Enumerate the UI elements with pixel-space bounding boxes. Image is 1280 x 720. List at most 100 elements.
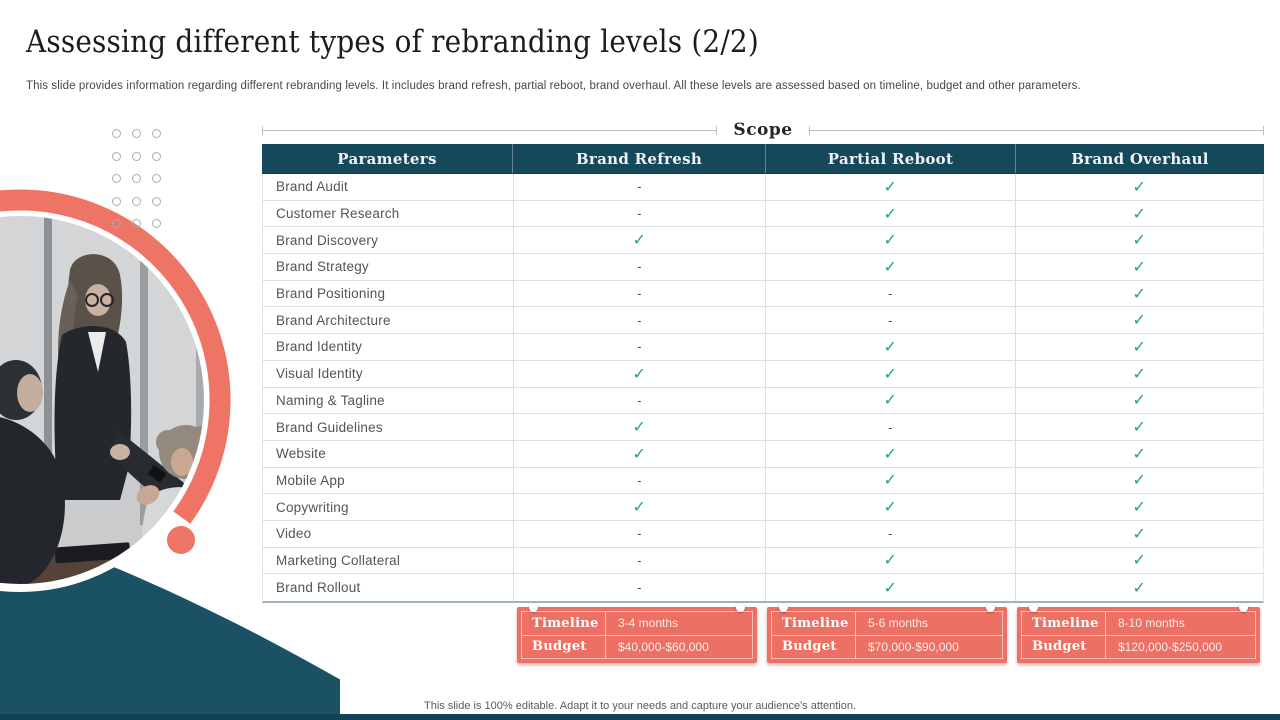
- value-cell: ✓: [1014, 414, 1264, 440]
- value-cell: ✓: [1014, 440, 1264, 467]
- table-row: Brand Strategy - ✓ ✓: [263, 254, 1263, 281]
- parameter-cell: Brand Guidelines: [276, 419, 383, 435]
- value-cell: ✓: [765, 360, 1015, 387]
- value-cell: ✓: [1014, 467, 1264, 494]
- dot-decoration: [152, 151, 161, 161]
- card-value: 5-6 months: [868, 616, 929, 631]
- parameter-cell: Website: [276, 446, 326, 462]
- scope-line-tick: [808, 125, 810, 135]
- value-cell: ✓: [1014, 334, 1264, 360]
- scope-header: Scope: [262, 119, 1265, 141]
- table-body: Brand Audit - ✓ ✓ Customer Research - ✓ …: [262, 174, 1264, 603]
- value-cell: ✓: [1014, 387, 1264, 414]
- table-header-row: Parameters Brand Refresh Partial Reboot …: [262, 144, 1264, 174]
- table-row: Video - - ✓: [263, 520, 1264, 548]
- dot-decoration: [152, 196, 161, 206]
- table-row: Brand Identity - ✓ ✓: [263, 334, 1263, 361]
- dots-grid: [112, 129, 161, 228]
- value-cell: -: [512, 307, 765, 334]
- scope-line: [809, 129, 1264, 131]
- value-cell: ✓: [512, 494, 765, 520]
- parameter-cell: Brand Positioning: [276, 286, 386, 302]
- card-label: Timeline: [1022, 612, 1106, 635]
- dot-decoration: [132, 151, 141, 161]
- value-cell: ✓: [1014, 227, 1264, 254]
- value-cell: -: [512, 200, 765, 227]
- page-title: Assessing different types of rebranding …: [26, 24, 759, 60]
- info-card: Timeline 8-10 months Budget $120,000-$25…: [1017, 603, 1260, 663]
- value-cell: -: [512, 280, 765, 307]
- card-label: Budget: [522, 635, 606, 658]
- card-value: 8-10 months: [1118, 616, 1185, 631]
- parameter-cell: Customer Research: [276, 206, 400, 222]
- value-cell: -: [512, 547, 765, 574]
- table-row: Naming & Tagline - ✓ ✓: [263, 387, 1264, 415]
- scope-line-tick: [716, 125, 718, 135]
- card-value: 3-4 months: [618, 616, 679, 631]
- value-cell: ✓: [1014, 200, 1264, 227]
- value-cell: ✓: [1014, 254, 1264, 280]
- card-row: Budget $120,000-$250,000: [1022, 635, 1255, 658]
- parameter-cell: Brand Rollout: [276, 580, 361, 596]
- value-cell: ✓: [512, 414, 765, 440]
- info-card-grid: Timeline 5-6 months Budget $70,000-$90,0…: [771, 611, 1003, 659]
- value-cell: -: [512, 387, 765, 414]
- dot-decoration: [132, 196, 141, 206]
- value-cell: ✓: [765, 494, 1015, 520]
- table-row: Mobile App - ✓ ✓: [263, 467, 1264, 495]
- value-cell: -: [765, 307, 1015, 334]
- info-card-grid: Timeline 3-4 months Budget $40,000-$60,0…: [521, 611, 753, 659]
- table-row: Brand Audit - ✓ ✓: [263, 174, 1263, 201]
- table-row: Brand Architecture - - ✓: [263, 307, 1264, 335]
- card-row: Budget $70,000-$90,000: [772, 635, 1002, 658]
- value-cell: ✓: [512, 440, 765, 467]
- dot-decoration: [112, 151, 121, 161]
- value-cell: ✓: [765, 440, 1015, 467]
- comparison-table: Parameters Brand Refresh Partial Reboot …: [262, 144, 1264, 603]
- value-cell: ✓: [1014, 547, 1264, 574]
- cards-row: Timeline 3-4 months Budget $40,000-$60,0…: [0, 603, 1280, 667]
- dot-decoration: [112, 196, 121, 206]
- card-label: Budget: [1022, 635, 1106, 658]
- dot-decoration: [132, 174, 141, 183]
- value-cell: ✓: [512, 227, 765, 254]
- parameter-cell: Visual Identity: [276, 366, 363, 382]
- info-card-grid: Timeline 8-10 months Budget $120,000-$25…: [1021, 611, 1256, 659]
- handle-dot: [736, 603, 745, 612]
- dot-decoration: [112, 219, 121, 228]
- value-cell: -: [765, 414, 1015, 440]
- table-row: Marketing Collateral - ✓ ✓: [263, 547, 1264, 575]
- parameter-cell: Brand Discovery: [276, 232, 379, 248]
- value-cell: -: [512, 574, 765, 601]
- footer-note: This slide is 100% editable. Adapt it to…: [424, 700, 856, 712]
- info-card: Timeline 5-6 months Budget $70,000-$90,0…: [767, 603, 1007, 663]
- table-row: Brand Guidelines ✓ - ✓: [263, 414, 1263, 441]
- value-cell: ✓: [1014, 307, 1264, 334]
- value-cell: ✓: [765, 254, 1015, 280]
- dot-decoration: [152, 174, 161, 183]
- column-header-partial-reboot: Partial Reboot: [765, 144, 1015, 173]
- column-header-parameters: Parameters: [337, 149, 437, 168]
- handle-dot: [986, 603, 995, 612]
- value-cell: ✓: [1014, 574, 1264, 601]
- parameter-cell: Copywriting: [276, 499, 349, 515]
- handle-dot: [779, 603, 788, 612]
- scope-line-tick: [262, 125, 263, 135]
- value-cell: -: [512, 174, 765, 200]
- card-value: $120,000-$250,000: [1118, 639, 1223, 654]
- card-row: Timeline 5-6 months: [772, 612, 1002, 636]
- column-header-brand-refresh: Brand Refresh: [512, 144, 765, 173]
- card-label: Budget: [772, 635, 856, 658]
- value-cell: -: [512, 520, 765, 547]
- value-cell: -: [765, 280, 1015, 307]
- value-cell: -: [512, 254, 765, 280]
- table-row: Customer Research - ✓ ✓: [263, 200, 1264, 228]
- parameter-cell: Brand Identity: [276, 339, 363, 355]
- scope-label: Scope: [733, 120, 793, 140]
- dot-decoration: [152, 129, 161, 138]
- card-row: Timeline 8-10 months: [1022, 612, 1255, 636]
- handle-dot: [1029, 603, 1038, 612]
- photo-white-ring: [0, 208, 212, 592]
- value-cell: ✓: [1014, 520, 1264, 547]
- parameter-cell: Brand Audit: [276, 179, 349, 195]
